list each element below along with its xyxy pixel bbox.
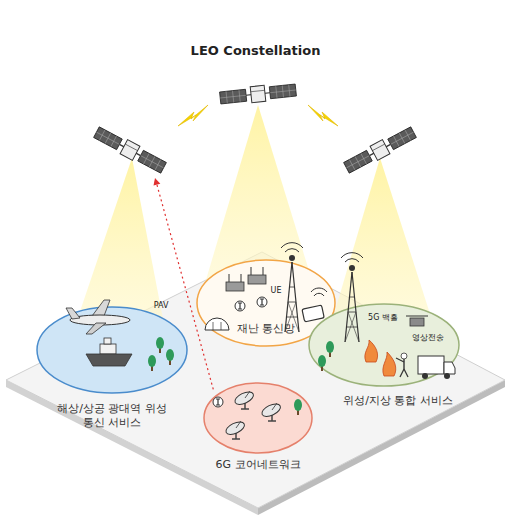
icon-label: UE — [271, 287, 282, 296]
ellipse-shape — [37, 307, 187, 393]
ellipse-outline — [203, 382, 313, 454]
integrated-service-icons — [341, 253, 455, 379]
region-ellipse: 6G 코어네트워크 — [203, 382, 313, 475]
icon-label: 영상전송 — [412, 334, 444, 343]
region-label: 위성/지상 통합 서비스 — [323, 394, 473, 408]
region-label: 재난 통신망 — [206, 322, 326, 336]
satellite-core-link — [154, 178, 215, 392]
lightning-links — [178, 105, 338, 126]
icon-label: PAV — [154, 302, 169, 311]
trees — [148, 337, 334, 415]
diagram-title: LEO Constellation — [0, 43, 511, 58]
ellipse-shape — [309, 304, 459, 386]
ellipse-shape — [204, 383, 312, 453]
platform — [6, 252, 505, 515]
region-label: 6G 코어네트워크 — [193, 458, 323, 472]
region-label: 해상/상공 광대역 위성통신 서비스 — [56, 402, 168, 431]
satellites — [93, 82, 418, 175]
core-network-icons — [213, 389, 282, 439]
ship — [86, 338, 132, 366]
icon-label: 5G 백홀 — [368, 314, 398, 323]
disaster-network-icons — [205, 243, 327, 332]
pav-aircraft — [66, 300, 130, 334]
